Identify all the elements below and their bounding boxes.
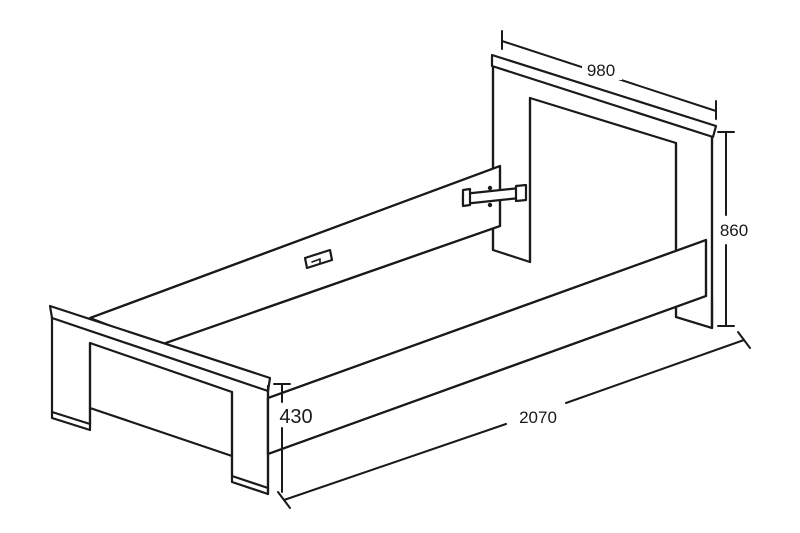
rail-clip-icon (303, 248, 334, 270)
left-side-rail (88, 164, 502, 347)
dimension-footboard-height: 430 (273, 383, 313, 493)
footboard-height-label: 430 (279, 406, 312, 428)
dimension-width: 980 (501, 30, 717, 120)
length-label: 2070 (519, 408, 557, 427)
bracket-icon (461, 183, 528, 208)
headboard-top-cap (490, 53, 718, 139)
dimension-headboard-height: 860 (717, 131, 748, 327)
right-side-rail (266, 238, 708, 456)
width-label: 980 (587, 61, 615, 80)
dimension-length: 2070 (277, 331, 751, 509)
headboard-height-label: 860 (720, 221, 748, 240)
